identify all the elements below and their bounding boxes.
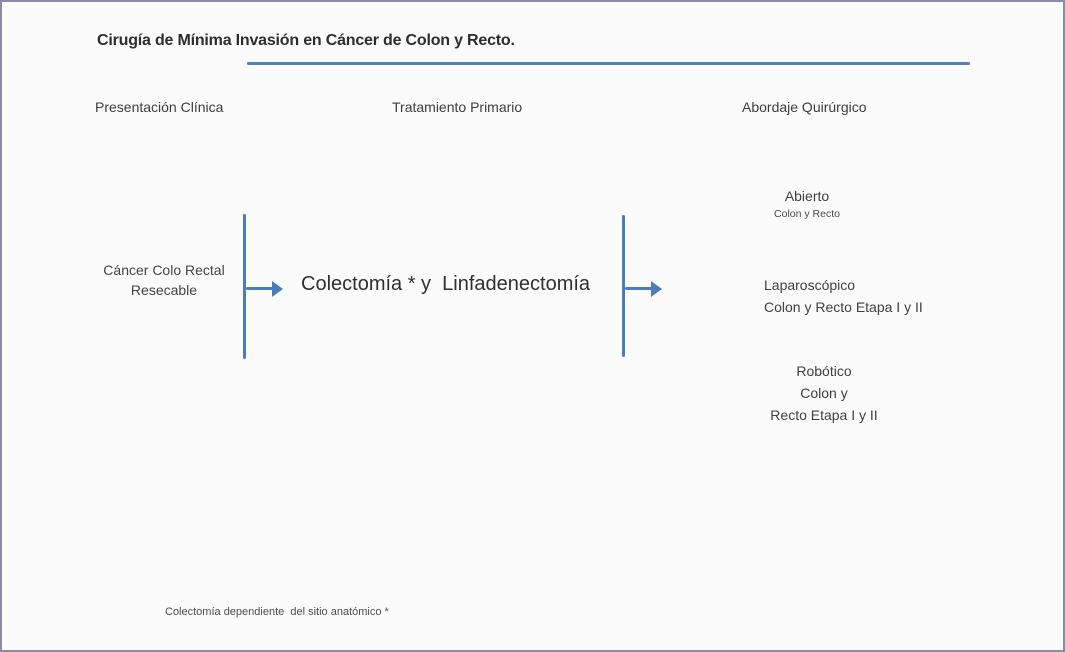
- node-colectomia-linfadenectomia: Colectomía * y Linfadenectomía: [301, 273, 591, 295]
- arrow-shaft: [625, 287, 652, 290]
- column-header-tratamiento-primario: Tratamiento Primario: [392, 99, 523, 115]
- footnote: Colectomía dependiente del sitio anatómi…: [165, 606, 389, 618]
- branch-bar-right: [622, 215, 625, 357]
- column-header-presentacion-clinica: Presentación Clínica: [95, 99, 224, 115]
- page-title: Cirugía de Mínima Invasión en Cáncer de …: [97, 32, 515, 49]
- approach-abierto: Abierto Colon y Recto: [747, 188, 867, 220]
- approach-robotico: Robótico Colon y Recto Etapa I y II: [734, 360, 914, 426]
- arrow-head: [651, 281, 662, 297]
- arrow-head: [272, 281, 283, 297]
- arrow-shaft: [246, 287, 273, 290]
- column-header-abordaje-quirurgico: Abordaje Quirúrgico: [742, 99, 867, 115]
- approach-name: Abierto: [784, 188, 830, 204]
- title-underline: [247, 62, 970, 65]
- approach-detail: Colon y Recto Etapa I y II: [764, 299, 923, 315]
- right-arrow-icon: [625, 281, 663, 297]
- approach-detail: Recto Etapa I y II: [770, 407, 878, 423]
- approach-name: Robótico: [796, 363, 852, 379]
- approach-detail: Colon y: [800, 385, 848, 401]
- node-text-line: Cáncer Colo Rectal: [103, 262, 225, 278]
- approach-laparoscopico: Laparoscópico Colon y Recto Etapa I y II: [764, 274, 923, 318]
- node-text-line: Resecable: [130, 282, 198, 298]
- right-arrow-icon: [246, 281, 284, 297]
- node-cancer-colorectal-resecable: Cáncer Colo Rectal Resecable: [90, 260, 238, 300]
- branch-bar-left: [243, 214, 246, 359]
- approach-name: Laparoscópico: [764, 277, 856, 293]
- approach-detail: Colon y Recto: [774, 208, 840, 220]
